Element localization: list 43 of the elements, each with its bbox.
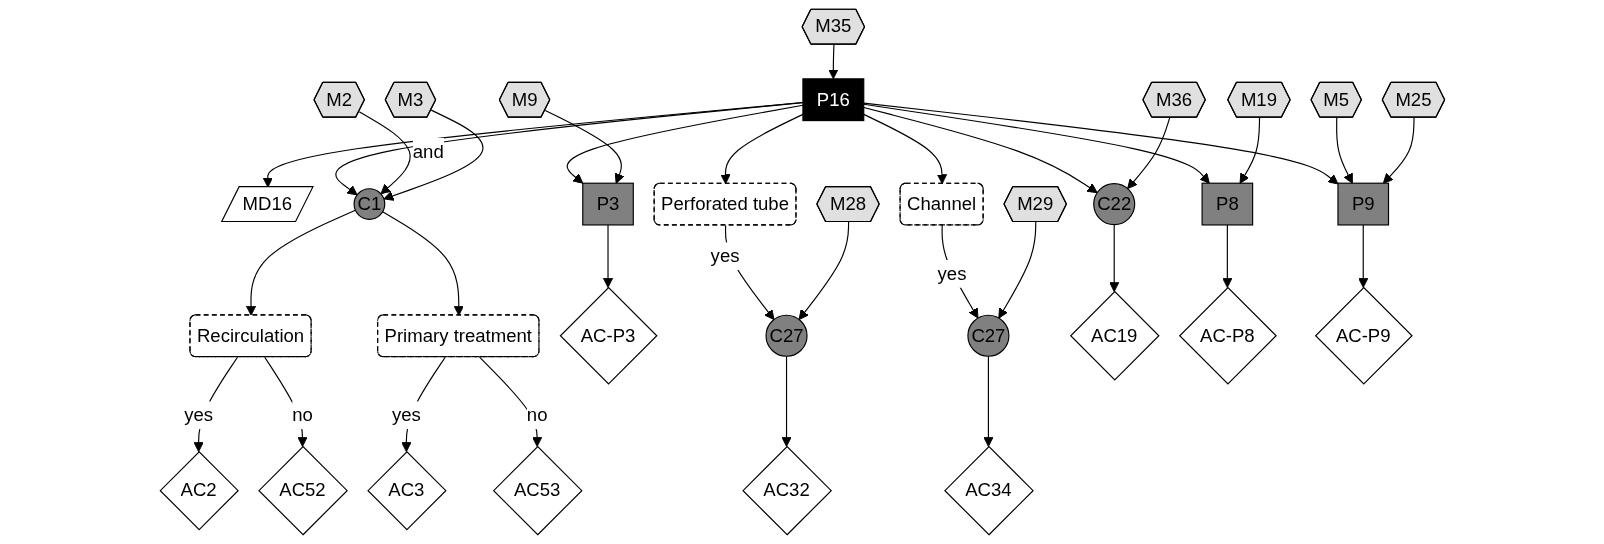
node-circle: C27 xyxy=(966,314,1010,357)
arrow xyxy=(1126,117,1170,189)
arrow xyxy=(358,111,411,195)
node-diamond: AC2 xyxy=(159,450,239,531)
arrow xyxy=(827,44,838,80)
node-diamond: AC-P9 xyxy=(1314,286,1413,385)
node-diamond: AC53 xyxy=(492,445,583,536)
arrow xyxy=(1382,117,1415,184)
node-diamond: AC-P8 xyxy=(1178,286,1277,385)
node-diamond: AC19 xyxy=(1069,290,1160,381)
node-circle: C27 xyxy=(765,314,808,357)
arrow xyxy=(602,224,613,289)
node-diamond: AC32 xyxy=(741,445,832,536)
arrow xyxy=(544,109,624,184)
node-circle: C22 xyxy=(1092,183,1135,226)
arrow xyxy=(382,109,483,201)
arrow xyxy=(1335,117,1353,184)
node-box: P9 xyxy=(1336,182,1389,226)
arrow xyxy=(1108,224,1119,293)
edge-label: no xyxy=(526,404,547,425)
arrow xyxy=(798,221,849,320)
node-box: P16 xyxy=(801,78,864,122)
edge-label: and xyxy=(412,141,444,162)
node-diamond: AC-P3 xyxy=(559,286,658,385)
edge-label: yes xyxy=(183,404,213,425)
node-box: P8 xyxy=(1201,182,1253,226)
arrow xyxy=(381,211,464,316)
node-circle: C1 xyxy=(353,188,385,220)
arrow xyxy=(997,221,1036,319)
edge-label: yes xyxy=(391,404,421,425)
arrow xyxy=(1357,224,1368,289)
edge-label: yes xyxy=(710,245,740,266)
edge-label: no xyxy=(291,404,313,425)
arrow xyxy=(1239,117,1260,184)
arrow xyxy=(982,355,994,448)
edge-label: yes xyxy=(937,263,966,284)
arrow xyxy=(780,355,792,448)
node-box: P3 xyxy=(581,182,634,226)
node-diamond: AC3 xyxy=(366,450,447,531)
node-diamond: AC52 xyxy=(257,445,348,536)
arrow xyxy=(1221,224,1232,289)
node-diamond: AC34 xyxy=(943,445,1034,536)
arrow xyxy=(245,209,356,316)
